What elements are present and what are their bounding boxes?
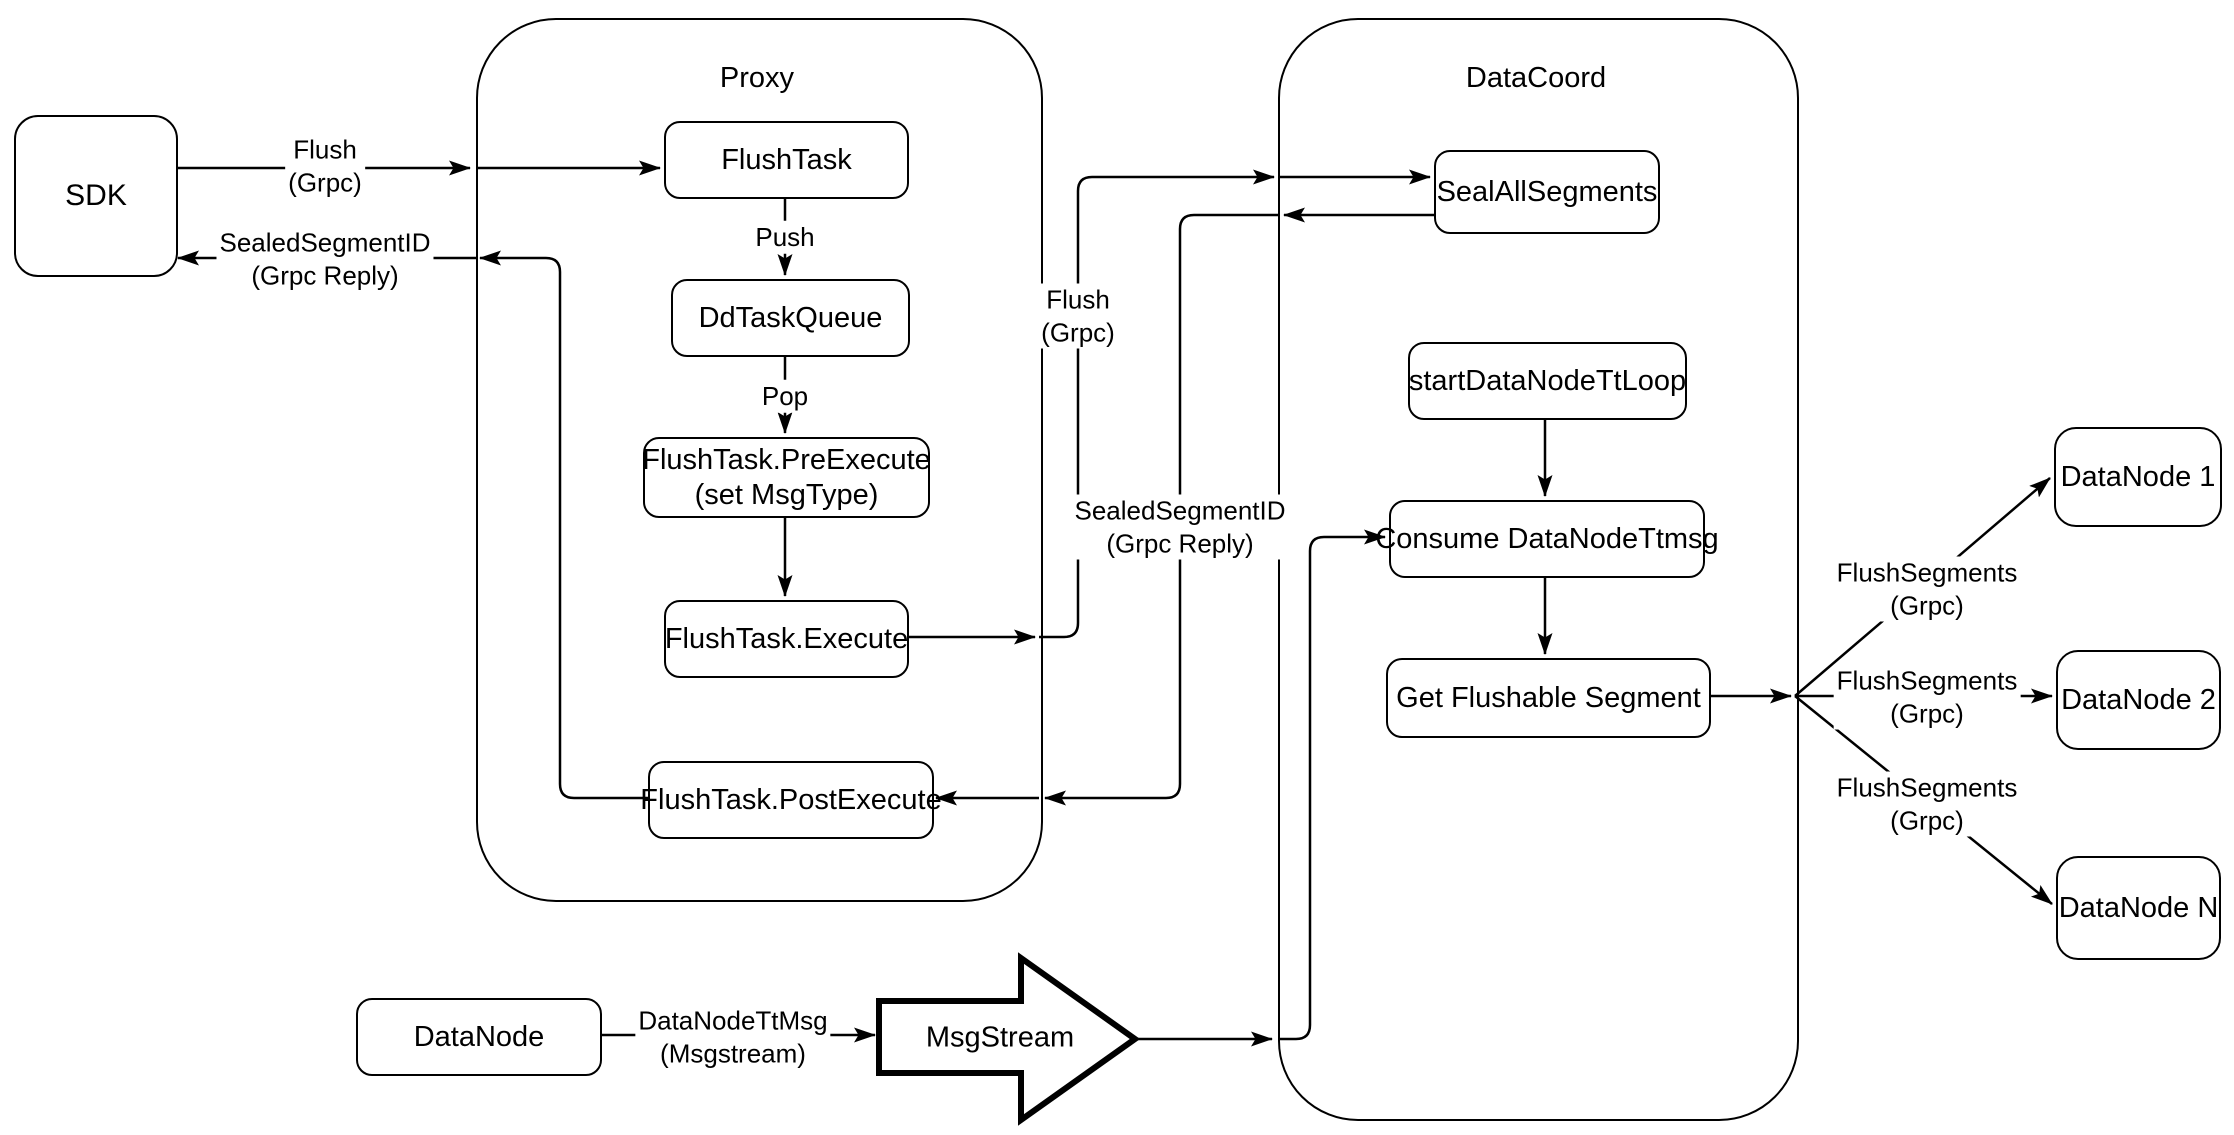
edge-label-sealedsegmentid-mid: SealedSegmentID (Grpc Reply) [1071,494,1289,560]
edge-label-flush-grpc-sdk: Flush (Grpc) [285,133,365,199]
edge-sealedsegmentid-postexecute-to-proxyedge [479,250,648,800]
node-sealallsegments: SealAllSegments [1434,150,1660,234]
edge-label-flush-grpc-mid: Flush (Grpc) [1038,283,1118,349]
edge-label-flushsegments-2: FlushSegments (Grpc) [1833,664,2021,730]
edge-msgstream-datacoordedge-to-consume [1278,529,1386,1041]
edge-label-line: (Grpc) [1890,805,1964,835]
msgstream-label: MsgStream [925,1021,1075,1054]
msgstream-arrow-shape [876,952,1141,1126]
edge-label-line: FlushSegments [1836,665,2018,696]
node-flushtask-postexecute: FlushTask.PostExecute [640,761,942,839]
proxy-container [476,18,1043,902]
node-datanode-2: DataNode 2 [2056,650,2221,750]
edge-label-line: (Msgstream) [660,1038,806,1068]
edge-label-pop: Pop [758,379,812,413]
node-consume-datanodettmsg: Consume DataNodeTtmsg [1375,500,1719,578]
edge-label-line: Flush [293,134,357,165]
edge-label-line: (Grpc) [1890,698,1964,728]
node-datanode-n: DataNode N [2056,856,2221,960]
edge-label-line: Flush [1046,284,1110,315]
node-label-line: (set MsgType) [694,478,879,511]
edge-label-line: DataNodeTtMsg [638,1005,828,1036]
node-ddtaskqueue: DdTaskQueue [671,279,910,357]
edge-label-line: (Grpc) [288,167,362,197]
edge-label-line: Pop [761,380,809,411]
edge-label-line: SealedSegmentID [1074,495,1286,526]
datacoord-container-title: DataCoord [1465,62,1607,94]
proxy-container-title: Proxy [719,62,795,94]
edge-label-line: (Grpc) [1890,590,1964,620]
node-label-line: FlushTask.PreExecute [642,443,931,476]
edge-label-push: Push [752,220,818,254]
edge-label-line: FlushSegments [1836,772,2018,803]
node-get-flushable-segment: Get Flushable Segment [1386,658,1711,738]
edge-label-datanodettmsg: DataNodeTtMsg (Msgstream) [635,1004,831,1070]
node-startdatanodettloop: startDataNodeTtLoop [1408,342,1687,420]
datacoord-container [1278,18,1799,1121]
edge-label-line: (Grpc Reply) [251,260,399,290]
node-datanode-1: DataNode 1 [2054,427,2222,527]
edge-flush-proxyedge-to-datacoordedge [1039,169,1275,639]
node-datanode-source: DataNode [356,998,602,1076]
edge-label-flushsegments-1: FlushSegments (Grpc) [1833,556,2021,622]
edge-label-line: FlushSegments [1836,557,2018,588]
node-flushtask-execute: FlushTask.Execute [664,600,909,678]
node-sdk: SDK [14,115,178,277]
node-flushtask-preexecute: FlushTask.PreExecute (set MsgType) [642,437,931,518]
node-flushtask: FlushTask [664,121,909,199]
edge-label-line: (Grpc) [1041,317,1115,347]
edge-label-line: SealedSegmentID [219,227,431,258]
edge-label-sealedsegmentid-sdk: SealedSegmentID (Grpc Reply) [216,226,434,292]
edge-label-flushsegments-n: FlushSegments (Grpc) [1833,771,2021,837]
edge-label-line: (Grpc Reply) [1106,528,1254,558]
edge-label-line: Push [755,221,815,252]
